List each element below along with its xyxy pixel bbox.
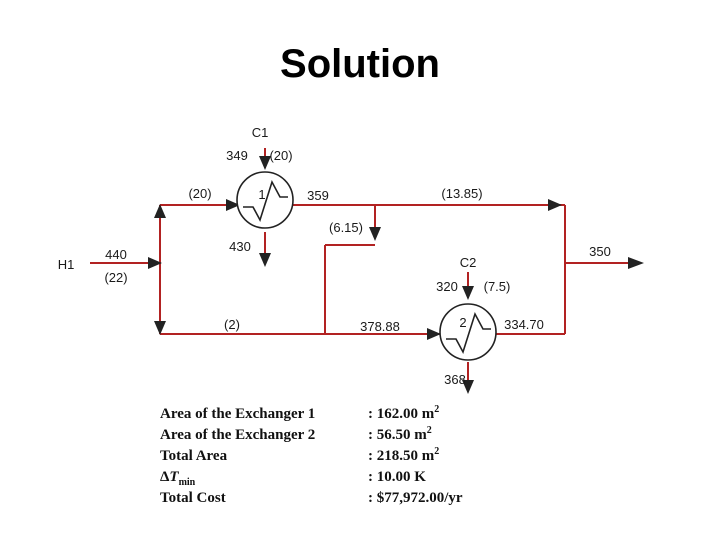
hx1-hot-out: 430 (229, 239, 251, 254)
top-flow: (13.85) (441, 186, 482, 201)
hx2-label: 2 (459, 315, 466, 330)
c2-inlet-temp: 320 (436, 279, 458, 294)
h1-inlet-arrow (148, 257, 162, 269)
area2-label: Area of the Exchanger 2 (160, 427, 316, 443)
outlet-temp: 350 (589, 244, 611, 259)
total-cost-label: Total Cost (160, 490, 226, 506)
lower-branch-arrow (154, 321, 166, 335)
c1-flow: (20) (269, 148, 292, 163)
hx1-cold-out: 359 (307, 188, 329, 203)
area2-value: : 56.50 m2 (368, 425, 432, 444)
c1-inlet-temp: 349 (226, 148, 248, 163)
hx2-shell (439, 303, 497, 361)
outlet-arrow (628, 257, 644, 269)
c2-inlet-arrow (462, 286, 474, 300)
pipe-network (90, 148, 640, 385)
hx2-cold-out: 368 (444, 372, 466, 387)
slide-title: Solution (280, 42, 440, 86)
total-area-value: : 218.50 m2 (368, 446, 440, 465)
c1-outlet-arrow (259, 253, 271, 267)
c2-outlet-arrow (462, 380, 474, 394)
results-summary: Area of the Exchanger 1 : 162.00 m2 Area… (160, 404, 528, 509)
upper-branch-flow: (20) (188, 186, 211, 201)
hx1-shell (236, 171, 294, 229)
dtmin-label: ΔTmin (160, 469, 196, 488)
summary-row-total-cost: Total Cost : $77,972.00/yr (160, 488, 528, 509)
hx1-zigzag-icon (243, 179, 288, 223)
total-area-label: Total Area (160, 448, 228, 464)
summary-row-area1: Area of the Exchanger 1 : 162.00 m2 (160, 404, 528, 425)
bypass-flow: (6.15) (329, 220, 363, 235)
heat-exchanger-1: 1 (236, 171, 294, 229)
hx1-label: 1 (258, 187, 265, 202)
summary-row-total-area: Total Area : 218.50 m2 (160, 446, 528, 467)
h1-inlet-temp: 440 (105, 247, 127, 262)
lower-branch-flow: (2) (224, 317, 240, 332)
upper-branch-arrow (154, 204, 166, 218)
h1-label: H1 (58, 257, 75, 272)
area1-value: : 162.00 m2 (368, 404, 440, 423)
hx2-hot-in: 378.88 (360, 319, 400, 334)
c2-label: C2 (460, 255, 477, 270)
h1-flow: (22) (104, 270, 127, 285)
bypass-arrow (369, 227, 381, 241)
hx2-zigzag-icon (446, 311, 491, 355)
heat-exchanger-network-diagram: 1 2 C1 349 (20) (20) 359 (13.85) (6.15) … (58, 125, 644, 394)
stream-labels: C1 349 (20) (20) 359 (13.85) (6.15) 430 … (58, 125, 611, 387)
heat-exchanger-2: 2 (439, 303, 497, 361)
top-flow-arrow (548, 199, 562, 211)
total-cost-value: : $77,972.00/yr (368, 490, 463, 506)
c1-inlet-arrow (259, 156, 271, 170)
hx2-inlet-arrow (427, 328, 441, 340)
hx1-inlet-arrow (226, 199, 240, 211)
flow-arrows (148, 156, 644, 394)
summary-row-area2: Area of the Exchanger 2 : 56.50 m2 (160, 425, 528, 446)
c2-flow: (7.5) (484, 279, 511, 294)
area1-label: Area of the Exchanger 1 (160, 406, 316, 422)
summary-row-dtmin: ΔTmin : 10.00 K (160, 467, 528, 488)
c1-label: C1 (252, 125, 269, 140)
dtmin-value: : 10.00 K (368, 469, 426, 485)
hx2-hot-out: 334.70 (504, 317, 544, 332)
